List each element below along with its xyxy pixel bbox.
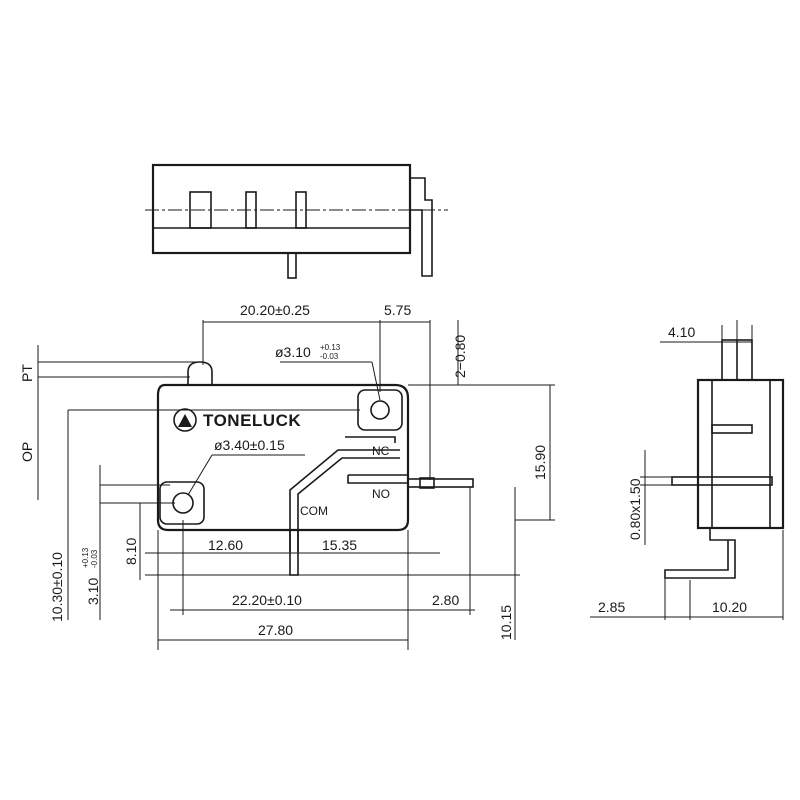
dim-top-right: 5.75: [384, 302, 411, 318]
dim-side-080x150: 0.80x1.50: [627, 478, 643, 540]
dim-hole-top: ø3.10: [275, 344, 311, 360]
dim-right-1015: 10.15: [498, 605, 514, 640]
dim-side-285: 2.85: [598, 599, 625, 615]
dim-left-1030: 10.30±0.10: [49, 552, 65, 622]
mounting-hole-top: [370, 400, 390, 420]
dim-bottom-1535: 15.35: [322, 537, 357, 553]
dim-bottom-1260: 12.60: [208, 537, 243, 553]
dim-left-310-tol-minus: -0.03: [90, 549, 99, 568]
front-dimensions: 20.20±0.25 5.75 ø3.10 +0.13 -0.03 2−0.80…: [19, 302, 555, 650]
side-view: [664, 320, 785, 579]
terminal-nc-label: NC: [372, 444, 390, 458]
terminal-com-label: COM: [300, 504, 328, 518]
top-view: [145, 163, 448, 279]
dim-left-810: 8.10: [123, 538, 139, 565]
brand-name: TONELUCK: [203, 411, 301, 430]
dim-left-310: 3.10: [85, 578, 101, 605]
dim-height-1590: 15.90: [532, 445, 548, 480]
dim-top-width: 20.20±0.25: [240, 302, 310, 318]
dim-hole-top-tol-minus: -0.03: [320, 352, 339, 361]
terminal-no-label: NO: [372, 487, 390, 501]
dim-bottom-2780: 27.80: [258, 622, 293, 638]
dim-bottom-280: 2.80: [432, 592, 459, 608]
dim-left-310-tol-plus: +0.13: [81, 547, 90, 568]
side-dimensions: 4.10 0.80x1.50 2.85 10.20: [590, 324, 784, 620]
dim-side-410: 4.10: [668, 324, 695, 340]
dim-hole-top-tol-plus: +0.13: [320, 343, 341, 352]
dim-hole-left: ø3.40±0.15: [214, 437, 285, 453]
brand-logo-icon: [173, 408, 197, 432]
dim-bottom-2220: 22.20±0.10: [232, 592, 302, 608]
front-view: TONELUCK NC NO COM: [156, 361, 474, 576]
dim-op: OP: [19, 442, 35, 462]
dim-pt: PT: [19, 364, 35, 382]
dim-2080: 2−0.80: [452, 335, 468, 378]
dim-side-1020: 10.20: [712, 599, 747, 615]
